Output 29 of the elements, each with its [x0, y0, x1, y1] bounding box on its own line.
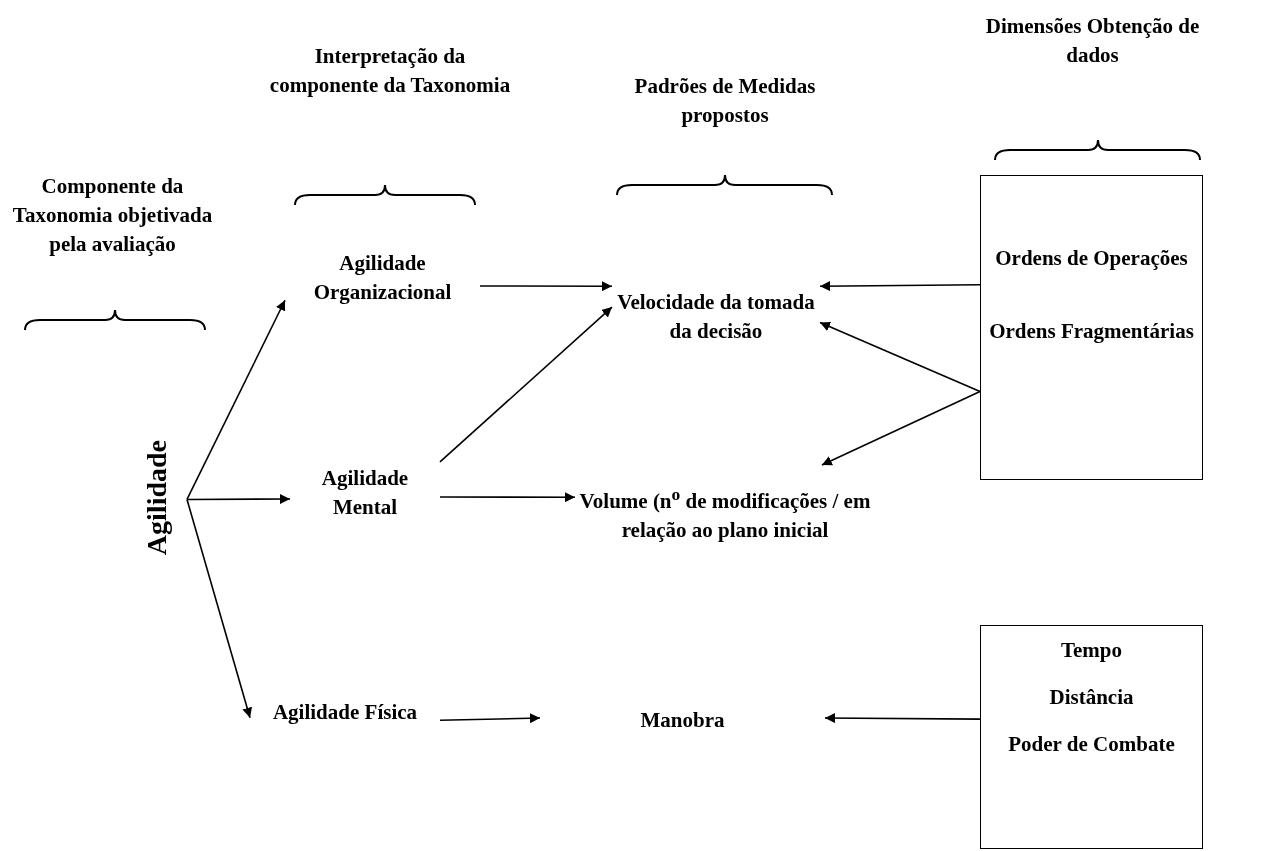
node-label: Velocidade da tomada da decisão [616, 289, 816, 345]
data-box [980, 625, 1203, 849]
column-heading: Dimensões Obtenção de dados [984, 13, 1201, 69]
node-label: Volume (n$^{o}$ de modificações / em relação ao plano inicial [578, 483, 872, 544]
node-label: Agilidade Mental [320, 464, 410, 521]
box-text: Tempo [1060, 637, 1123, 664]
arrow [439, 492, 576, 503]
box-text: Ordens de Operações [995, 245, 1188, 272]
data-box [980, 175, 1203, 480]
arrow [821, 390, 981, 466]
arrow [439, 713, 541, 724]
arrow [824, 713, 981, 724]
box-text: Poder de Combate [1008, 731, 1175, 758]
box-text: Distância [1049, 684, 1134, 711]
column-heading: Componente da Taxonomia objetivada pela avaliação [11, 173, 214, 258]
arrow [186, 498, 253, 719]
arrow [819, 321, 981, 393]
column-heading: Padrões de Medidas propostos [633, 73, 817, 129]
arrow [439, 306, 613, 463]
column-heading: Interpretação da componente da Taxonomia [268, 43, 512, 99]
arrow [479, 281, 613, 292]
node-label: Agilidade Física [272, 699, 418, 726]
box-text: Ordens Fragmentárias [989, 318, 1194, 345]
node-label: Agilidade Organizacional [312, 249, 453, 306]
node-label: Agilidade [141, 439, 171, 556]
node-label: Manobra [640, 706, 725, 734]
arrow [186, 299, 286, 501]
arrow [819, 281, 981, 292]
arrow [186, 494, 291, 505]
